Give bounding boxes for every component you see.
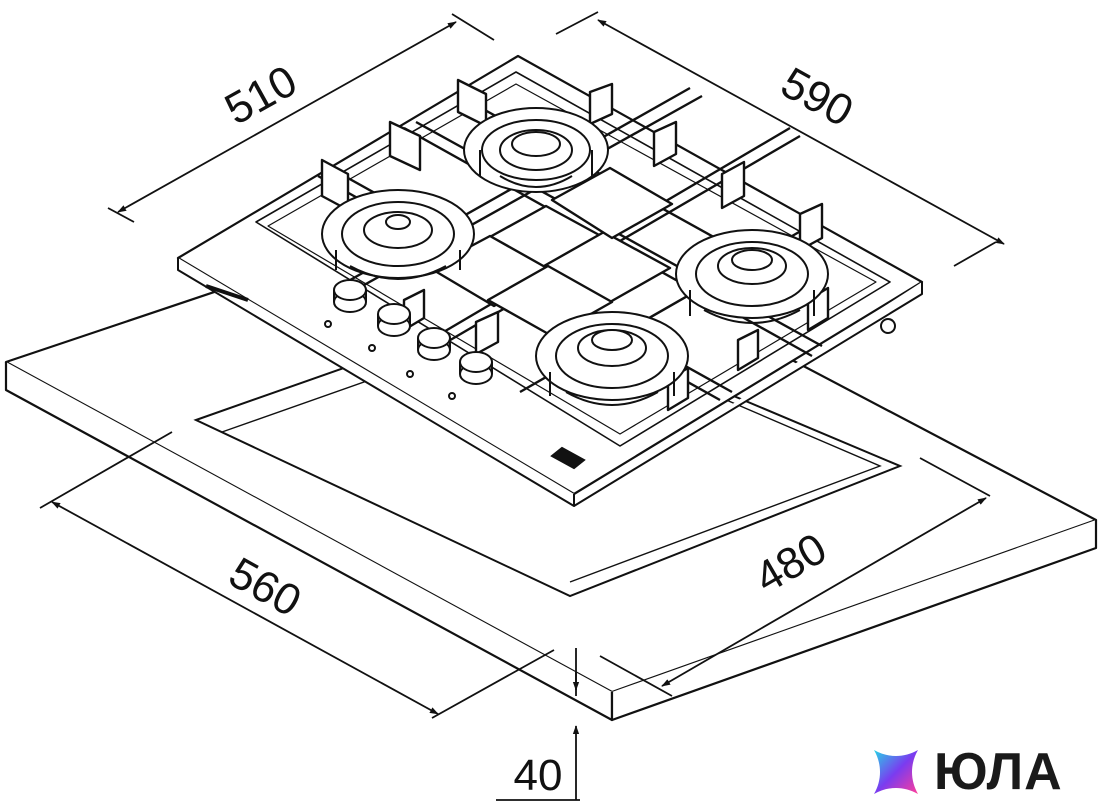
burners	[321, 107, 829, 406]
knob-3	[406, 327, 451, 378]
knob-2	[368, 303, 411, 352]
burner-back	[463, 107, 609, 193]
maker-plate	[550, 446, 586, 470]
dimension-lines	[39, 11, 1005, 801]
brand-wordmark: ЮЛА	[934, 743, 1063, 801]
dim-480-line	[661, 497, 987, 687]
dim-40-label: 40	[514, 751, 563, 800]
dim-560-label: 560	[221, 548, 309, 626]
burner-front	[535, 311, 689, 406]
knob-1	[324, 279, 367, 328]
knob-4	[448, 351, 493, 400]
dim-560-line	[51, 501, 439, 715]
brand-logo: ЮЛА	[868, 742, 1096, 802]
burner-right	[675, 229, 829, 324]
dim-590-line	[597, 19, 1005, 245]
brand-mark-icon	[874, 750, 918, 794]
burner-left	[321, 189, 475, 280]
dim-510-label: 510	[217, 56, 305, 134]
hob-plate-front	[177, 258, 575, 507]
control-knobs	[324, 279, 586, 470]
dim-510-line	[117, 21, 457, 213]
